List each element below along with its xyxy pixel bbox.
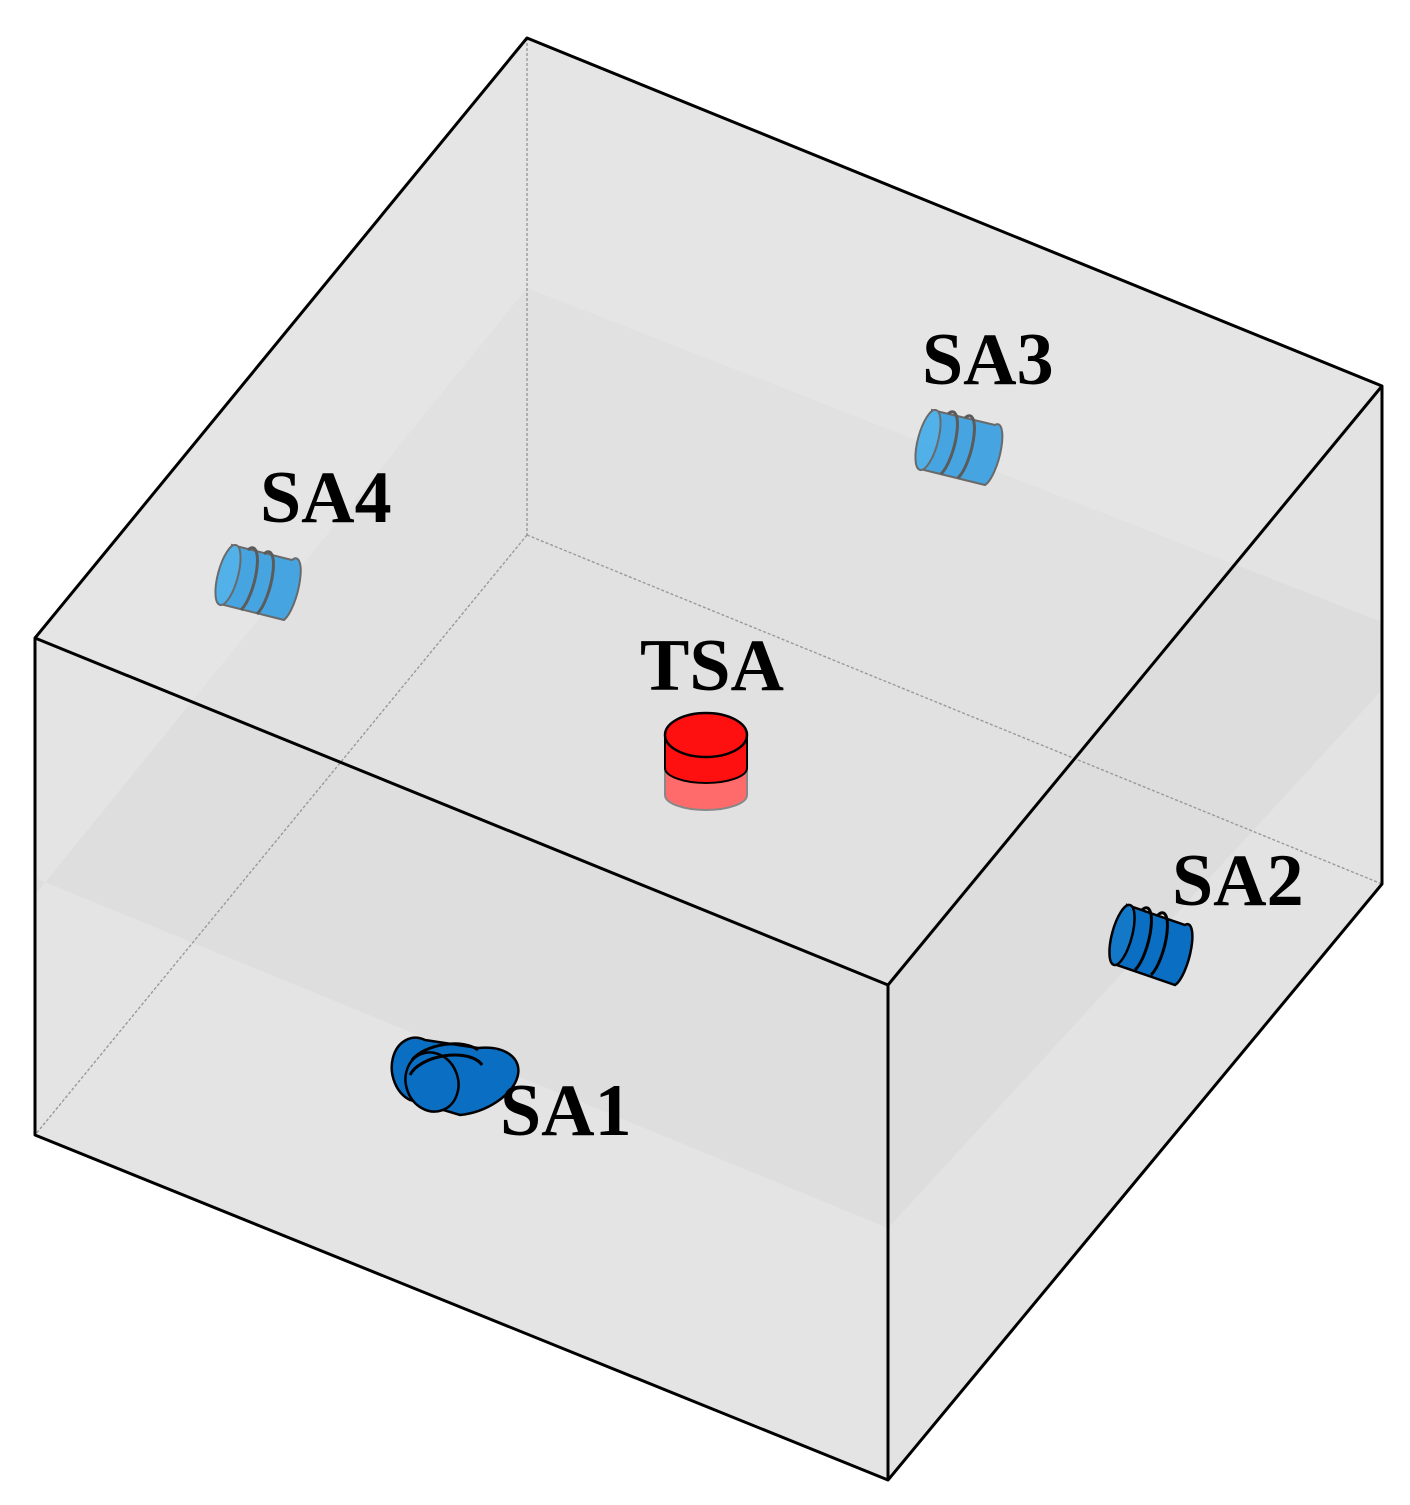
tsa-actuator-icon [663, 711, 749, 811]
sa4-label: SA4 [260, 457, 392, 539]
hidden-edges [34, 38, 1383, 1136]
sa4-sensor-icon [214, 543, 302, 622]
sa3-label: SA3 [922, 319, 1054, 401]
box-edges [33, 36, 1384, 1482]
sa1-label: SA1 [500, 1070, 632, 1152]
sa1-sensor-icon [390, 1036, 520, 1117]
sa2-sensor-icon [1108, 903, 1194, 987]
sa2-label: SA2 [1172, 840, 1304, 922]
top-face [35, 38, 1382, 985]
sa3-sensor-icon [914, 408, 1004, 487]
tsa-label: TSA [640, 625, 784, 707]
